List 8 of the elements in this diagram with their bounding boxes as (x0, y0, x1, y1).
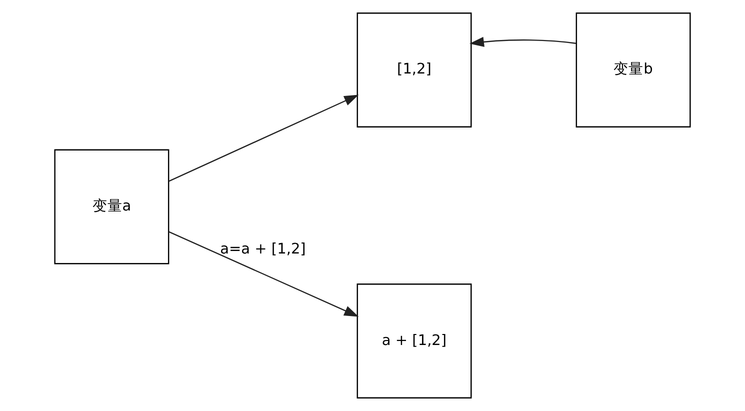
edge-label: a=a + [1,2] (220, 241, 306, 258)
node-box: 变量a (54, 149, 170, 264)
arrow (168, 94, 359, 182)
node-box: 变量b (576, 12, 691, 128)
node-box: a + [1,2] (356, 284, 472, 399)
arrow (168, 231, 359, 317)
node-box: [1,2] (356, 12, 472, 128)
arrow (469, 36, 576, 47)
